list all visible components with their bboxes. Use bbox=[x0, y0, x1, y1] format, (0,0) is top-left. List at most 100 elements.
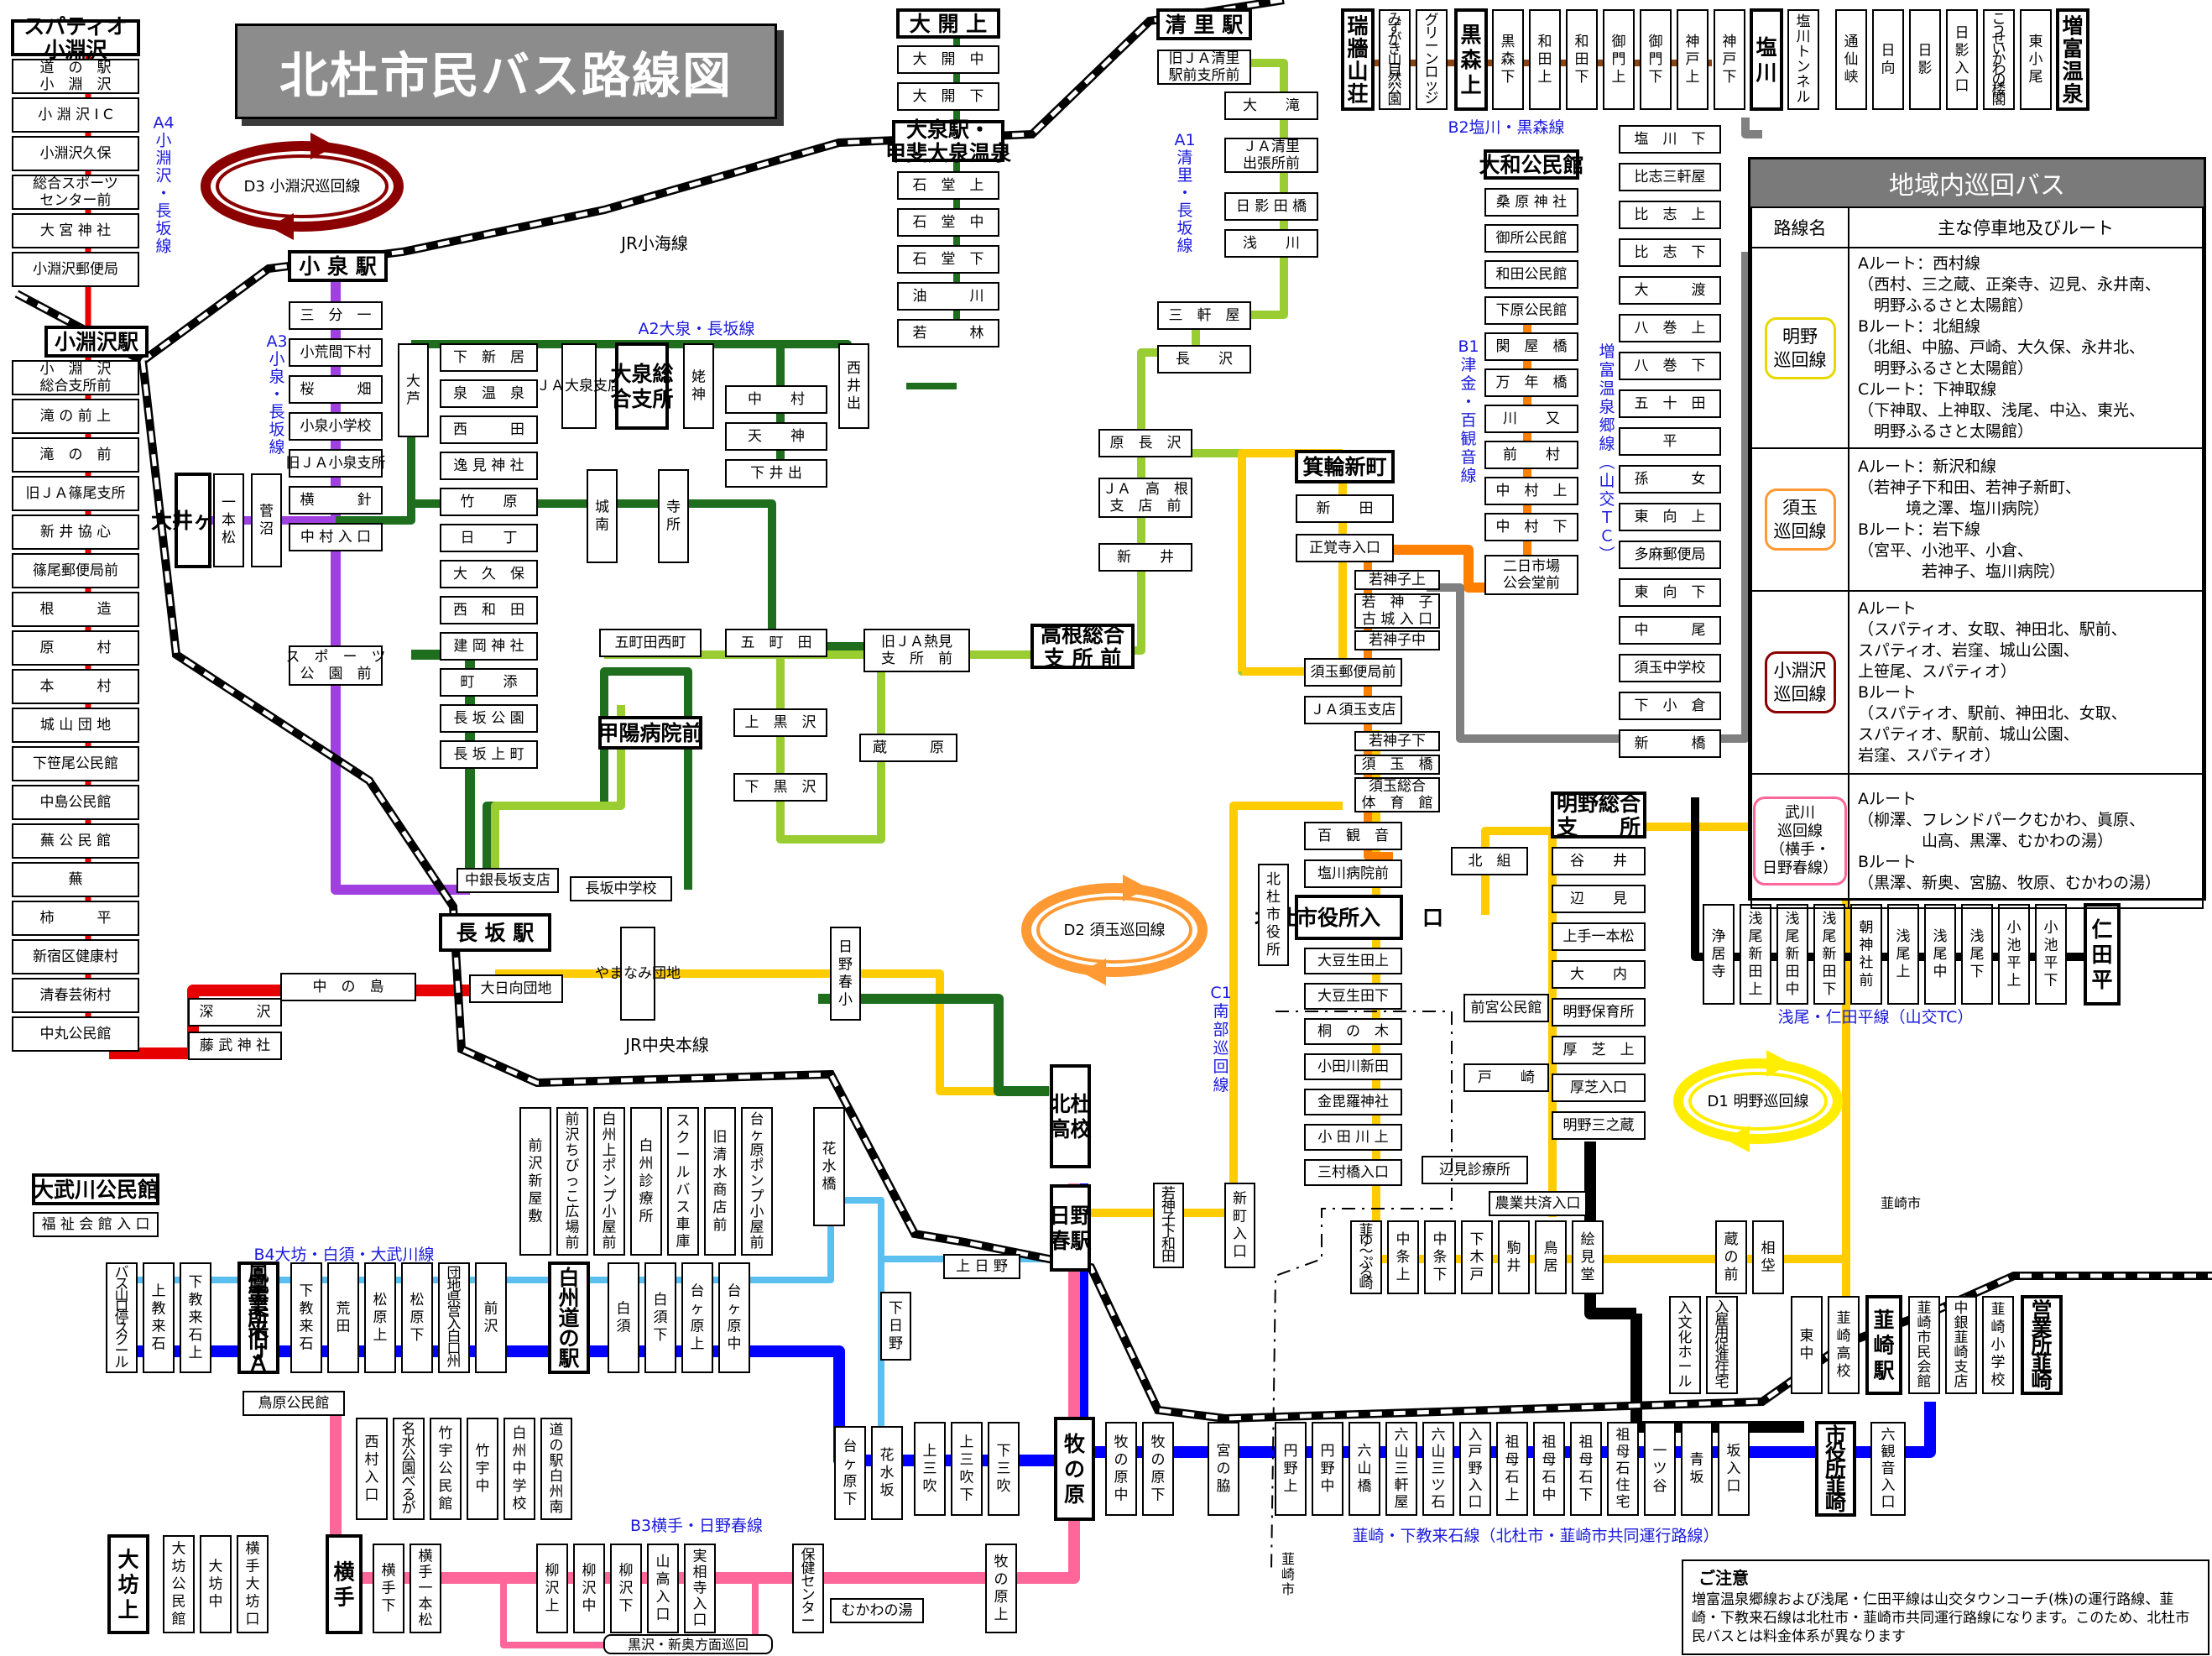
hinoharu-stop-6-label: 上 日 野 bbox=[956, 1258, 1008, 1275]
a2-stop-7 bbox=[440, 596, 538, 624]
a4-stop-6-label: 小淵沢郵便局 bbox=[33, 261, 118, 278]
b2a-stop-2 bbox=[1416, 9, 1448, 110]
a1z-stop-0-label-text: 三 軒 屋 bbox=[1169, 307, 1240, 324]
a3b-stop-0 bbox=[175, 473, 211, 568]
b4b-stop-5 bbox=[475, 1262, 507, 1373]
b3b-stop-0-label-text: 横手下 bbox=[382, 1563, 396, 1615]
sudama-stop-1-label: 新 田 bbox=[1317, 500, 1374, 517]
a4b2-stop-1-label: 深 沢 bbox=[200, 1004, 271, 1021]
b3d-stop-1 bbox=[573, 1544, 605, 1633]
c1r-stop-3 bbox=[1461, 1220, 1493, 1294]
b4c-stop-2-label-text: 台ヶ原上 bbox=[691, 1283, 705, 1353]
b1-stop-6-label-text: 川 又 bbox=[1503, 410, 1560, 427]
route-asao-line bbox=[1691, 797, 2089, 961]
masutomi-stop-2-label-text: 比 志 上 bbox=[1635, 206, 1706, 223]
a2-stop-4 bbox=[440, 488, 538, 516]
a2-stop-7-label: 西 和 田 bbox=[453, 602, 524, 619]
a4-stop-3-label: 小淵沢久保 bbox=[40, 145, 112, 162]
a1-stop-9-label-text: ＪＡ 高 根支 店 前 bbox=[1103, 481, 1188, 515]
b3d-stop-4-label-text: 実相寺入口 bbox=[693, 1549, 707, 1629]
akeno-stop-7-label-text: 明野三之蔵 bbox=[1563, 1117, 1635, 1134]
b3a-stop-0 bbox=[163, 1535, 195, 1633]
sudama-stop-9-label: 須 玉 橋 bbox=[1362, 756, 1433, 773]
a4b-stop-13-label-text: 蕪 bbox=[69, 871, 83, 888]
akeno-stop-2-label-text: 上手一本松 bbox=[1563, 928, 1635, 945]
b4c-stop-0-label-text: 白須 bbox=[617, 1301, 631, 1335]
nire3-stop-2-label: 韮崎小学校 bbox=[1991, 1302, 2006, 1389]
a2-stop-11 bbox=[440, 740, 538, 769]
akeno-stop-6-label: 厚芝入口 bbox=[1570, 1079, 1627, 1096]
masutomi-stop-9-label: 孫 女 bbox=[1635, 471, 1706, 488]
b4top-stop-4-label-text: スクールバス車庫 bbox=[676, 1112, 691, 1250]
c1r-stop-2-label: 中条下 bbox=[1433, 1231, 1448, 1283]
a1b-stop-2-label: 蔵 原 bbox=[873, 739, 944, 756]
nira-stop-21-label: 六観音入口 bbox=[1881, 1427, 1896, 1511]
akeno-stop-10-label: 前宮公民館 bbox=[1471, 1000, 1542, 1016]
a2-stop-3 bbox=[440, 452, 538, 480]
b4-stop-5-label: 鳳凰事業所来旧ＪＡ bbox=[248, 1261, 269, 1375]
oizumi2-stop-1 bbox=[897, 208, 999, 237]
hinoharu-stop-5-label-text: 新町入口 bbox=[1233, 1191, 1247, 1261]
sudama-stop-5-label-text: 若神子中 bbox=[1369, 632, 1426, 649]
a3-stop-0-label: 小 泉 駅 bbox=[299, 254, 376, 279]
b2c-stop-2-label: 日影 bbox=[1918, 43, 1933, 77]
b1-stop-1-label: 御所公民館 bbox=[1496, 230, 1568, 247]
a3-stop-0-label: 三 分 一 bbox=[300, 307, 372, 324]
route-label-asao: 浅尾・仁田平線（山交TC） bbox=[1778, 1008, 1974, 1027]
b4d-stop-0-label-text: 台ヶ原下 bbox=[843, 1439, 858, 1508]
a2-stop-13 bbox=[456, 868, 559, 893]
a2-stop-0-label-text: 大芦 bbox=[406, 374, 420, 408]
a1y-stop-0 bbox=[1224, 192, 1318, 221]
a4b-stop-10-label: 下笹尾公民館 bbox=[33, 755, 118, 772]
a2-stop-7-label-text: 西 和 田 bbox=[453, 602, 524, 619]
b2b-stop-8-label: 塩川 bbox=[1756, 35, 1776, 85]
a2top-stop-3-label: 西井出 bbox=[847, 360, 861, 412]
a4b-stop-4-label: 新 井 協 心 bbox=[40, 524, 111, 541]
a1-stop-8 bbox=[1098, 429, 1192, 457]
b3-stop-19-label: むかわの湯 bbox=[842, 1602, 913, 1619]
a4b-stop-16-label-text: 清春芸術村 bbox=[40, 987, 112, 1004]
sudama-stop-14-label-text: 北杜市役所 bbox=[1266, 871, 1281, 959]
oizumi2-stop-4-label-text: 若 林 bbox=[913, 325, 984, 342]
a2-stop-13-label: 中銀長坂支店 bbox=[465, 872, 550, 889]
nira-stop-2 bbox=[988, 1422, 1020, 1516]
b2b-stop-6 bbox=[1677, 9, 1709, 110]
route-label-b4-text: B4大坊・白須・大武川線 bbox=[253, 1246, 434, 1264]
akeno-stop-4-label: 明野保育所 bbox=[1563, 1004, 1635, 1021]
a4b2-stop-2 bbox=[280, 973, 416, 1001]
nira3-stop-12-label-text: 坂入口 bbox=[1727, 1443, 1741, 1495]
nire3-stop-0-label: 韮崎市民会館 bbox=[1917, 1300, 1932, 1391]
c1-stop-4-label-text: 金毘羅神社 bbox=[1317, 1094, 1389, 1110]
b3b-stop-1-label-text: 横手一本松 bbox=[419, 1549, 433, 1629]
a1b-stop-2 bbox=[859, 734, 957, 762]
c1r-stop-0-label: 韮ゆ～ぷる崎 bbox=[1359, 1222, 1374, 1292]
rail-koumi-dash bbox=[15, 0, 1285, 363]
masutomi-stop-6-label-text: 八 巻 下 bbox=[1635, 358, 1706, 374]
masutomi-stop-7-label: 五 十 田 bbox=[1635, 395, 1706, 412]
masutomi-stop-4 bbox=[1619, 276, 1721, 305]
b2b-stop-1 bbox=[1492, 9, 1524, 110]
b1-stop-2-label: 和田公民館 bbox=[1496, 266, 1568, 283]
a4b-stop-10-label-text: 下笹尾公民館 bbox=[33, 755, 118, 772]
nira3-stop-6-label-text: 祖母石上 bbox=[1505, 1434, 1520, 1504]
oizumi-stop-3 bbox=[892, 120, 1004, 162]
b2b-stop-0-label: 黒森上 bbox=[1460, 23, 1482, 97]
b4c-stop-2-label: 台ヶ原上 bbox=[691, 1283, 705, 1353]
asao-stop-1-label-text: 浅尾新田上 bbox=[1749, 911, 1763, 998]
asao-stop-4 bbox=[1850, 904, 1882, 1005]
akeno-stop-1 bbox=[1552, 885, 1646, 913]
b3b-stop-1-label: 横手一本松 bbox=[419, 1549, 433, 1629]
oizumi-stop-1-label-text: 大 開 下 bbox=[913, 88, 984, 105]
a4b2-stop-1 bbox=[188, 998, 282, 1027]
nira3-stop-12-label: 坂入口 bbox=[1727, 1443, 1741, 1495]
b2b-stop-6-label-text: 神戸上 bbox=[1686, 34, 1700, 86]
b2c-stop-1-label: 日向 bbox=[1881, 43, 1896, 77]
route-label-b3-text: B3横手・日野春線 bbox=[630, 1517, 763, 1535]
a4-stop-0 bbox=[11, 19, 140, 56]
asao-stop-9-label-text: 小池平下 bbox=[2044, 920, 2058, 990]
a2top-stop-4-label-text: 城南 bbox=[595, 499, 609, 534]
nira-stop-6-label: 宮の脇 bbox=[1217, 1443, 1231, 1495]
asao-stop-6-label: 浅尾中 bbox=[1933, 928, 1948, 980]
sudama-stop-6 bbox=[1304, 658, 1402, 687]
